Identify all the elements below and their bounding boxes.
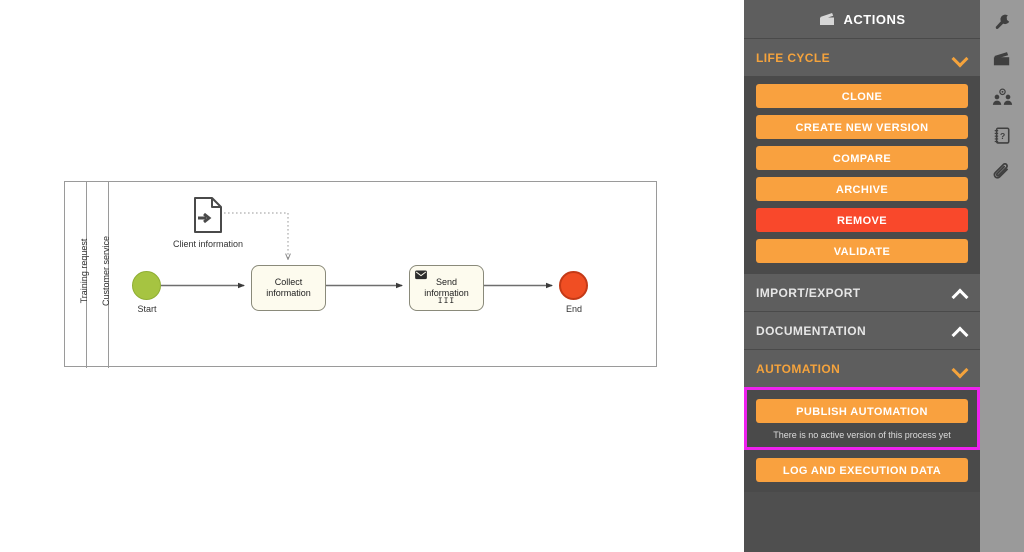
paperclip-icon[interactable] [980,156,1024,190]
start-event[interactable] [132,271,161,300]
section-title-import-export: IMPORT/EXPORT [756,285,861,300]
chevron-up-icon [952,288,968,298]
lane-header: Customer service [87,182,111,368]
task-collect-information-label: Collect information [266,277,311,298]
create-new-version-button[interactable]: CREATE NEW VERSION [756,115,968,139]
actions-sidebar: ACTIONS LIFE CYCLE CLONE CREATE NEW VERS… [744,0,980,552]
clapperboard-icon[interactable] [980,42,1024,76]
section-header-import-export[interactable]: IMPORT/EXPORT [744,273,980,311]
end-event[interactable] [559,271,588,300]
actions-panel-title: ACTIONS [843,11,906,27]
publish-automation-highlight: PUBLISH AUTOMATION There is no active ve… [744,387,980,450]
clapperboard-icon [819,12,836,26]
log-and-execution-data-button[interactable]: LOG AND EXECUTION DATA [756,458,968,482]
chevron-down-icon [952,364,968,374]
pool-training-request[interactable]: Training request Customer service [64,181,657,368]
chevron-down-icon [952,53,968,63]
validate-button[interactable]: VALIDATE [756,239,968,263]
actions-panel-header: ACTIONS [744,0,980,38]
section-body-automation-log: LOG AND EXECUTION DATA [744,450,980,492]
remove-button[interactable]: REMOVE [756,208,968,232]
bpmn-diagram: Training request Customer service [64,181,657,368]
publish-automation-hint: There is no active version of this proce… [773,430,951,440]
section-title-life-cycle: LIFE CYCLE [756,50,831,65]
compare-button[interactable]: COMPARE [756,146,968,170]
pool-header: Training request [65,182,89,368]
task-send-information-label: Send information [424,277,469,298]
users-icon[interactable] [980,80,1024,114]
help-notebook-icon[interactable]: ? [980,118,1024,152]
section-header-automation[interactable]: AUTOMATION [744,349,980,387]
sequence-flows [161,212,553,289]
archive-button[interactable]: ARCHIVE [756,177,968,201]
wrench-icon[interactable] [980,4,1024,38]
right-icon-rail: ? [980,0,1024,552]
start-event-label: Start [137,304,157,314]
section-header-documentation[interactable]: DOCUMENTATION [744,311,980,349]
diagram-canvas[interactable]: Training request Customer service [0,0,744,552]
section-title-automation: AUTOMATION [756,361,841,376]
task-send-information[interactable]: Send information III [409,265,484,311]
clone-button[interactable]: CLONE [756,84,968,108]
svg-text:?: ? [1000,131,1005,141]
data-object-client-information[interactable] [193,196,223,234]
envelope-icon [415,270,427,280]
task-collect-information[interactable]: Collect information [251,265,326,311]
section-header-life-cycle[interactable]: LIFE CYCLE [744,38,980,76]
end-event-label: End [565,304,582,314]
section-body-life-cycle: CLONE CREATE NEW VERSION COMPARE ARCHIVE… [744,76,980,273]
task-send-information-marker: III [437,297,456,306]
publish-automation-button[interactable]: PUBLISH AUTOMATION [756,399,968,423]
data-object-label: Client information [172,239,244,249]
data-input-icon [194,197,222,233]
section-title-documentation: DOCUMENTATION [756,323,867,338]
chevron-up-icon [952,326,968,336]
